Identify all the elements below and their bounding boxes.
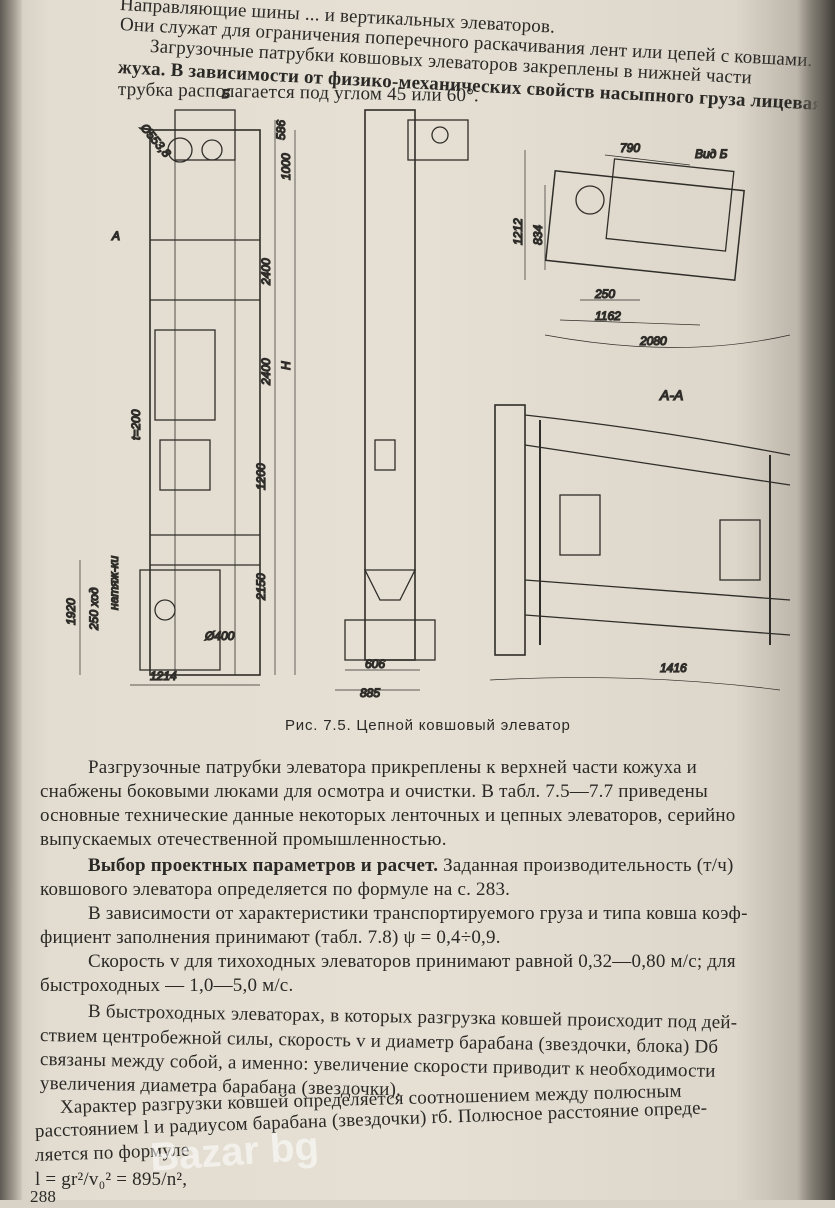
book-spine-shadow [0, 0, 22, 1200]
dim-label: 1162 [595, 309, 621, 323]
dim-label: 1920 [64, 598, 78, 625]
section-title: Выбор проектных параметров и расчет. [88, 855, 439, 876]
dim-label: Б [222, 87, 230, 101]
section-line-2: ковшового элеватора определяется по форм… [40, 879, 511, 900]
dim-label: 885 [360, 686, 380, 700]
section-line-1: Заданная производительность (т/ч) [438, 855, 734, 876]
dim-label: t=200 [129, 409, 143, 440]
dim-label: 790 [620, 141, 640, 155]
page-number: 288 [30, 1187, 57, 1206]
section-paragraph-start: Выбор проектных параметров и расчет. Зад… [88, 855, 734, 877]
section-a-a [489, 404, 791, 691]
figure-caption: Рис. 7.5. Цепной ковшовый элеватор [285, 717, 571, 734]
page-edge-shadow [797, 0, 835, 1200]
dim-label: 2400 [259, 358, 273, 386]
plan-view-b [524, 150, 791, 348]
dim-label: Ø553,8 [137, 120, 174, 160]
formula: l = gr²/v₀² = 895/n², [35, 1169, 188, 1190]
front-elevation [79, 109, 296, 686]
section-line-6: быстроходных — 1,0—5,0 м/с. [40, 975, 294, 996]
dim-label: 250 ход [87, 587, 101, 631]
dim-label: 2400 [259, 258, 273, 286]
dim-label: 1416 [660, 661, 687, 675]
dim-label: 1214 [150, 669, 177, 683]
dim-label: 2080 [639, 334, 667, 348]
body-line-1: Разгрузочные патрубки элеватора прикрепл… [88, 757, 698, 778]
dim-label: натяж-ки [107, 556, 121, 610]
dim-label: 834 [531, 225, 545, 245]
section-line-3: В зависимости от характеристики транспор… [88, 903, 748, 924]
section-line-4: фициент заполнения принимают (табл. 7.8)… [40, 927, 501, 948]
dim-label: 2150 [254, 573, 268, 601]
dim-label: 586 [274, 120, 288, 140]
section-line-5: Скорость v для тихоходных элеваторов при… [88, 951, 736, 972]
dim-label: 1200 [254, 463, 268, 490]
dim-label: 1000 [279, 153, 293, 180]
dim-label: Вид Б [695, 147, 728, 161]
dim-label: Ø400 [204, 629, 235, 643]
body-line-4: выпускаемых отечественной промышленность… [40, 829, 447, 850]
dim-label: 606 [365, 657, 385, 671]
dim-label: H [279, 361, 293, 370]
dim-label: A [111, 229, 120, 243]
section-label: A-A [659, 387, 683, 403]
side-elevation [335, 109, 469, 691]
body-line-3: основные технические данные некоторых ле… [40, 805, 736, 826]
dim-label: 250 [594, 287, 615, 301]
elevator-drawing: Ø553,8 Б 586 1000 2400 2400 H t=200 1200… [63, 86, 791, 701]
body-line-2: снабжены боковыми люками для осмотра и о… [40, 781, 708, 802]
dim-label: 1212 [511, 218, 525, 245]
